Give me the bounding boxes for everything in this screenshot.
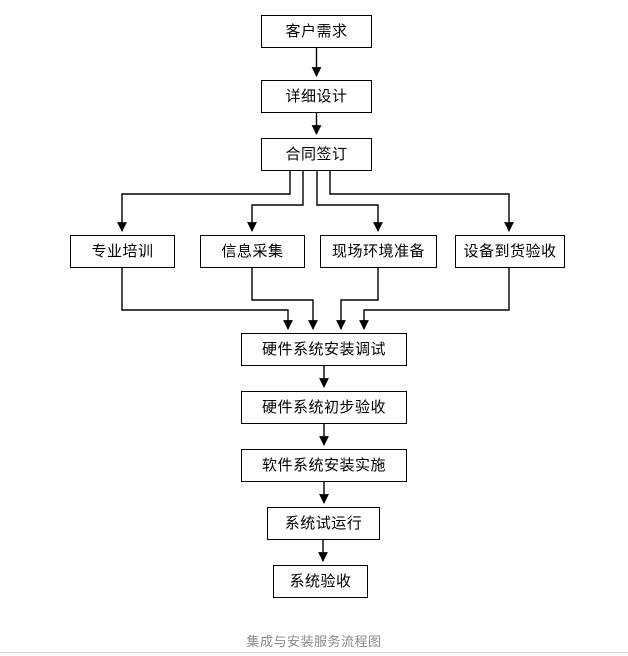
node-label: 客户需求 bbox=[285, 23, 348, 40]
node-label: 专业培训 bbox=[91, 243, 154, 260]
node-label: 合同签订 bbox=[285, 146, 348, 163]
edge-contract-to-equipment bbox=[329, 171, 514, 232]
edge-equipment-to-hardware bbox=[359, 268, 510, 330]
node-professional-training[interactable]: 专业培训 bbox=[70, 235, 175, 268]
node-software-installation[interactable]: 软件系统安装实施 bbox=[241, 449, 407, 482]
node-contract-signing[interactable]: 合同签订 bbox=[261, 138, 372, 171]
node-site-preparation[interactable]: 现场环境准备 bbox=[320, 235, 437, 268]
edge-contract-to-training bbox=[117, 171, 291, 232]
bottom-divider bbox=[0, 652, 628, 653]
node-label: 系统试运行 bbox=[284, 515, 363, 532]
edge-training-to-hardware bbox=[121, 268, 293, 330]
node-customer-requirement[interactable]: 客户需求 bbox=[261, 15, 372, 48]
node-label: 设备到货验收 bbox=[463, 243, 557, 260]
node-system-trial-run[interactable]: 系统试运行 bbox=[267, 507, 380, 540]
edge-information-to-hardware bbox=[251, 268, 318, 330]
edge-site-to-hardware bbox=[336, 268, 379, 330]
node-equipment-acceptance[interactable]: 设备到货验收 bbox=[455, 235, 565, 268]
node-hardware-installation[interactable]: 硬件系统安装调试 bbox=[241, 333, 407, 366]
node-label: 信息采集 bbox=[221, 243, 284, 260]
node-label: 系统验收 bbox=[289, 573, 352, 590]
node-system-acceptance[interactable]: 系统验收 bbox=[273, 565, 368, 598]
node-detailed-design[interactable]: 详细设计 bbox=[261, 80, 372, 113]
node-label: 详细设计 bbox=[285, 88, 348, 105]
node-hardware-acceptance[interactable]: 硬件系统初步验收 bbox=[241, 391, 407, 424]
node-label: 硬件系统初步验收 bbox=[261, 399, 386, 416]
node-information-collection[interactable]: 信息采集 bbox=[200, 235, 305, 268]
node-label: 软件系统安装实施 bbox=[261, 457, 386, 474]
edge-contract-to-site bbox=[316, 171, 383, 232]
diagram-caption: 集成与安装服务流程图 bbox=[246, 634, 382, 649]
edge-contract-to-information bbox=[247, 171, 304, 232]
node-label: 硬件系统安装调试 bbox=[261, 341, 386, 358]
node-label: 现场环境准备 bbox=[331, 243, 425, 260]
